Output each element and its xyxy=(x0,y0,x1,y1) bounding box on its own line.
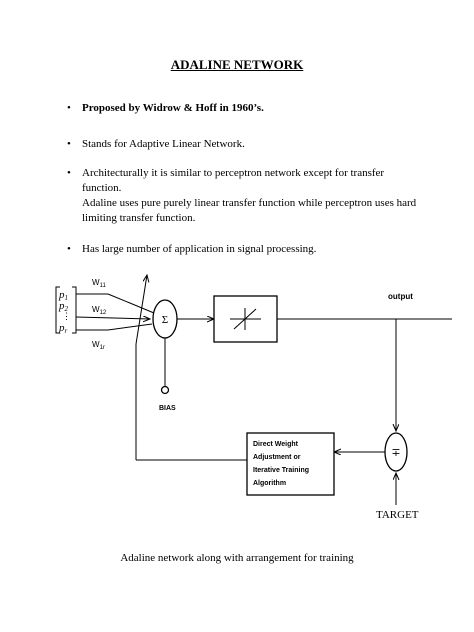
training-algorithm-box xyxy=(246,432,335,496)
sum-symbol: Σ xyxy=(162,314,168,326)
algorithm-line: Adjustment or xyxy=(253,454,301,461)
input-p2: p2 xyxy=(58,300,69,313)
weight-line-2 xyxy=(75,317,150,319)
bullet-dot-icon: • xyxy=(67,138,71,150)
bias-label: BIAS xyxy=(159,405,176,412)
weight-adjust-arrow xyxy=(135,275,147,345)
bullet-text: Stands for Adaptive Linear Network. xyxy=(82,138,245,150)
error-symbol: ∓ xyxy=(391,447,400,459)
bullet-line: function. xyxy=(82,182,122,194)
page-title: ADALINE NETWORK xyxy=(170,57,304,72)
left-bracket xyxy=(55,286,60,334)
input-vector: p1 p2 ⋮ pr xyxy=(55,286,77,335)
weight-line-3b xyxy=(107,323,153,331)
weight-label-w11: W11 xyxy=(92,278,106,289)
weight-line-1b xyxy=(107,293,155,314)
bullet-text: Has large number of application in signa… xyxy=(82,243,317,255)
weight-label-w1r: W1r xyxy=(92,340,105,351)
bullet-line: Architecturally it is similar to percept… xyxy=(82,167,385,179)
bullet-line: limiting transfer function. xyxy=(82,212,196,224)
figure-caption: Adaline network along with arrangement f… xyxy=(120,552,354,564)
bullet-dot-icon: • xyxy=(67,243,71,255)
algorithm-line: Algorithm xyxy=(253,480,286,487)
bias-node xyxy=(160,385,170,395)
bullet-text: Architecturally it is similar to percept… xyxy=(82,166,427,226)
bullet-line: Adaline uses pure purely linear transfer… xyxy=(82,197,417,209)
bullet-dot-icon: • xyxy=(67,167,71,179)
transfer-line-icon xyxy=(233,308,257,330)
algorithm-line: Iterative Training xyxy=(253,467,309,474)
bullet-text: Proposed by Widrow & Hoff in 1960’s. xyxy=(82,102,264,114)
right-bracket xyxy=(72,286,77,334)
input-pr: pr xyxy=(58,322,68,335)
input-p1: p1 xyxy=(58,289,68,302)
target-label: TARGET xyxy=(376,509,419,521)
output-label: output xyxy=(388,292,413,301)
weight-label-w12: W12 xyxy=(92,305,107,316)
input-ellipsis: ⋮ xyxy=(62,311,71,321)
bullet-dot-icon: • xyxy=(67,102,71,114)
algorithm-line: Direct Weight xyxy=(253,441,299,448)
